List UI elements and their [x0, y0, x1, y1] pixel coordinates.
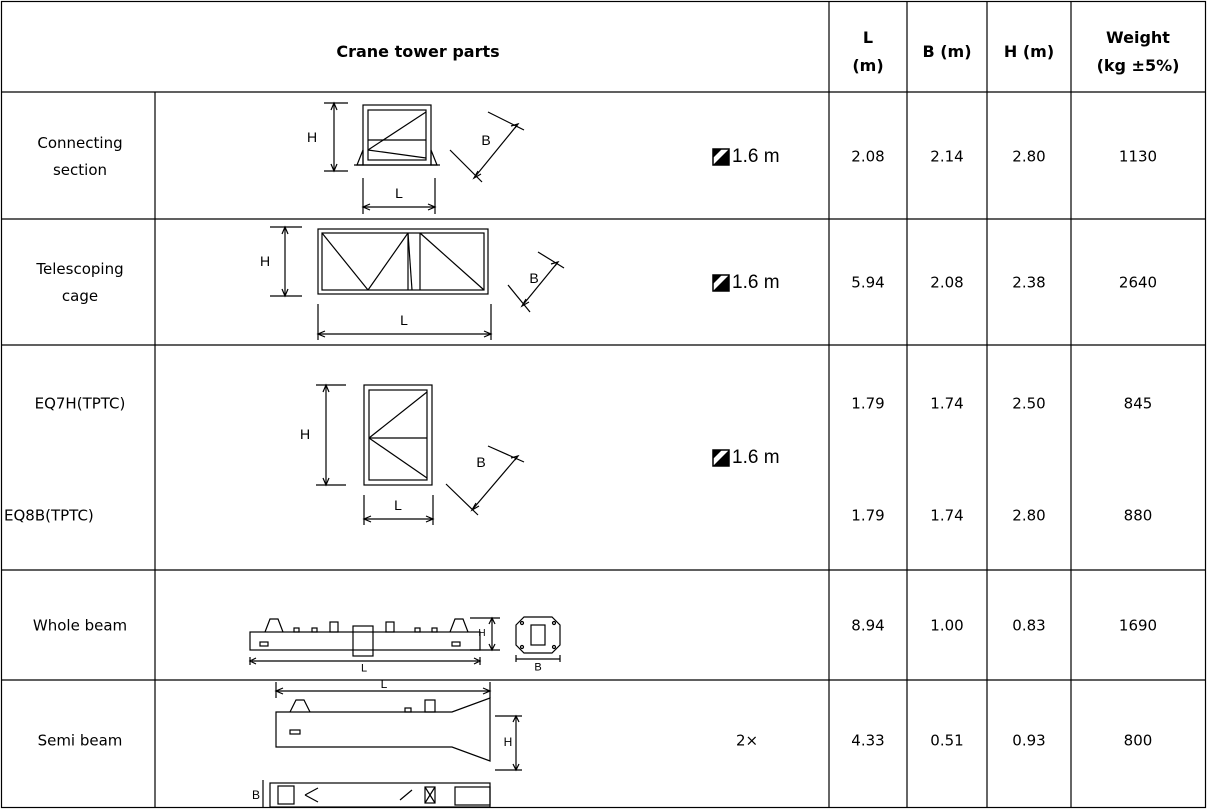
dim-label-l-3: L [394, 497, 402, 513]
square-section-icon [712, 148, 730, 166]
row-2-section-label: 1.6 m [732, 272, 780, 293]
row-3a-height: 2.50 [1012, 394, 1046, 413]
mast-section-label: 1.6 m [732, 447, 780, 468]
header-length-unit: (m) [852, 56, 884, 75]
row-5-height: 0.93 [1012, 731, 1046, 750]
dim-label-l-5: L [380, 677, 388, 691]
dim-label-b-2: B [529, 270, 539, 286]
row-2-name-line2: cage [61, 287, 99, 305]
telescoping-cage-drawing [270, 225, 565, 340]
row-5-length: 4.33 [851, 731, 885, 750]
row-1-length: 2.08 [851, 147, 885, 166]
header-weight-unit: (kg ±5%) [1096, 56, 1180, 75]
row-5-width: 0.51 [930, 731, 964, 750]
whole-beam-drawing [248, 616, 561, 665]
dim-label-h-5: H [503, 735, 513, 749]
row-2-name: Telescoping cage [36, 262, 123, 304]
dim-label-h-1: H [306, 129, 318, 145]
row-3b-length: 1.79 [851, 506, 885, 525]
row-2-height: 2.38 [1012, 273, 1046, 292]
row-1-name-line1: Connecting [37, 134, 123, 152]
row-4-name: Whole beam [32, 616, 128, 635]
row-1-section-label: 1.6 m [732, 146, 780, 167]
row-3b-width: 1.74 [930, 506, 964, 525]
dim-label-h-2: H [259, 253, 271, 269]
header-width: B (m) [922, 42, 972, 61]
dim-label-l-1: L [395, 185, 403, 201]
row-4-height: 0.83 [1012, 616, 1046, 635]
row-1-height: 2.80 [1012, 147, 1046, 166]
square-section-icon [712, 274, 730, 292]
row-3a-weight: 845 [1123, 394, 1153, 413]
connecting-section-drawing [324, 101, 525, 214]
row-3b-height: 2.80 [1012, 506, 1046, 525]
row-3b-name: EQ8B(TPTC) [4, 506, 94, 525]
row-5-name: Semi beam [37, 731, 123, 750]
header-height: H (m) [1003, 42, 1055, 61]
row-1-name: Connecting section [37, 136, 122, 178]
row-2-name-line1: Telescoping [36, 260, 124, 278]
dim-label-l-2: L [400, 312, 408, 328]
row-4-width: 1.00 [930, 616, 964, 635]
row-4-weight: 1690 [1118, 616, 1158, 635]
header-weight-label: Weight [1106, 28, 1170, 47]
row-2-weight: 2640 [1118, 273, 1158, 292]
row-2-width: 2.08 [930, 273, 964, 292]
row-3b-weight: 880 [1123, 506, 1153, 525]
row-5-quantity: 2× [735, 731, 759, 750]
row-1-weight: 1130 [1118, 147, 1158, 166]
header-length-label: L [862, 28, 874, 47]
mast-section-drawing [316, 383, 525, 525]
row-3a-width: 1.74 [930, 394, 964, 413]
header-length: L (m) [852, 30, 883, 74]
dim-label-b-4: B [534, 661, 542, 674]
header-weight: Weight (kg ±5%) [1097, 30, 1180, 74]
row-3a-name: EQ7H(TPTC) [34, 394, 126, 413]
row-2-length: 5.94 [851, 273, 885, 292]
mast-section: 1.6 m [712, 447, 780, 469]
row-5-weight: 800 [1123, 731, 1153, 750]
row-2-section: 1.6 m [712, 272, 780, 294]
dim-label-h-3: H [299, 426, 311, 442]
square-section-icon [712, 449, 730, 467]
row-4-length: 8.94 [851, 616, 885, 635]
semi-beam-drawing [262, 682, 522, 808]
dim-label-b-3: B [476, 454, 486, 470]
row-1-section: 1.6 m [712, 146, 780, 168]
dim-label-b-1: B [481, 132, 491, 148]
dim-label-l-4: L [360, 662, 368, 675]
row-3a-length: 1.79 [851, 394, 885, 413]
dim-label-h-4: H [478, 628, 486, 639]
row-1-width: 2.14 [930, 147, 964, 166]
header-parts: Crane tower parts [336, 42, 500, 61]
row-1-name-line2: section [52, 161, 108, 179]
dim-label-b-5: B [251, 788, 261, 802]
